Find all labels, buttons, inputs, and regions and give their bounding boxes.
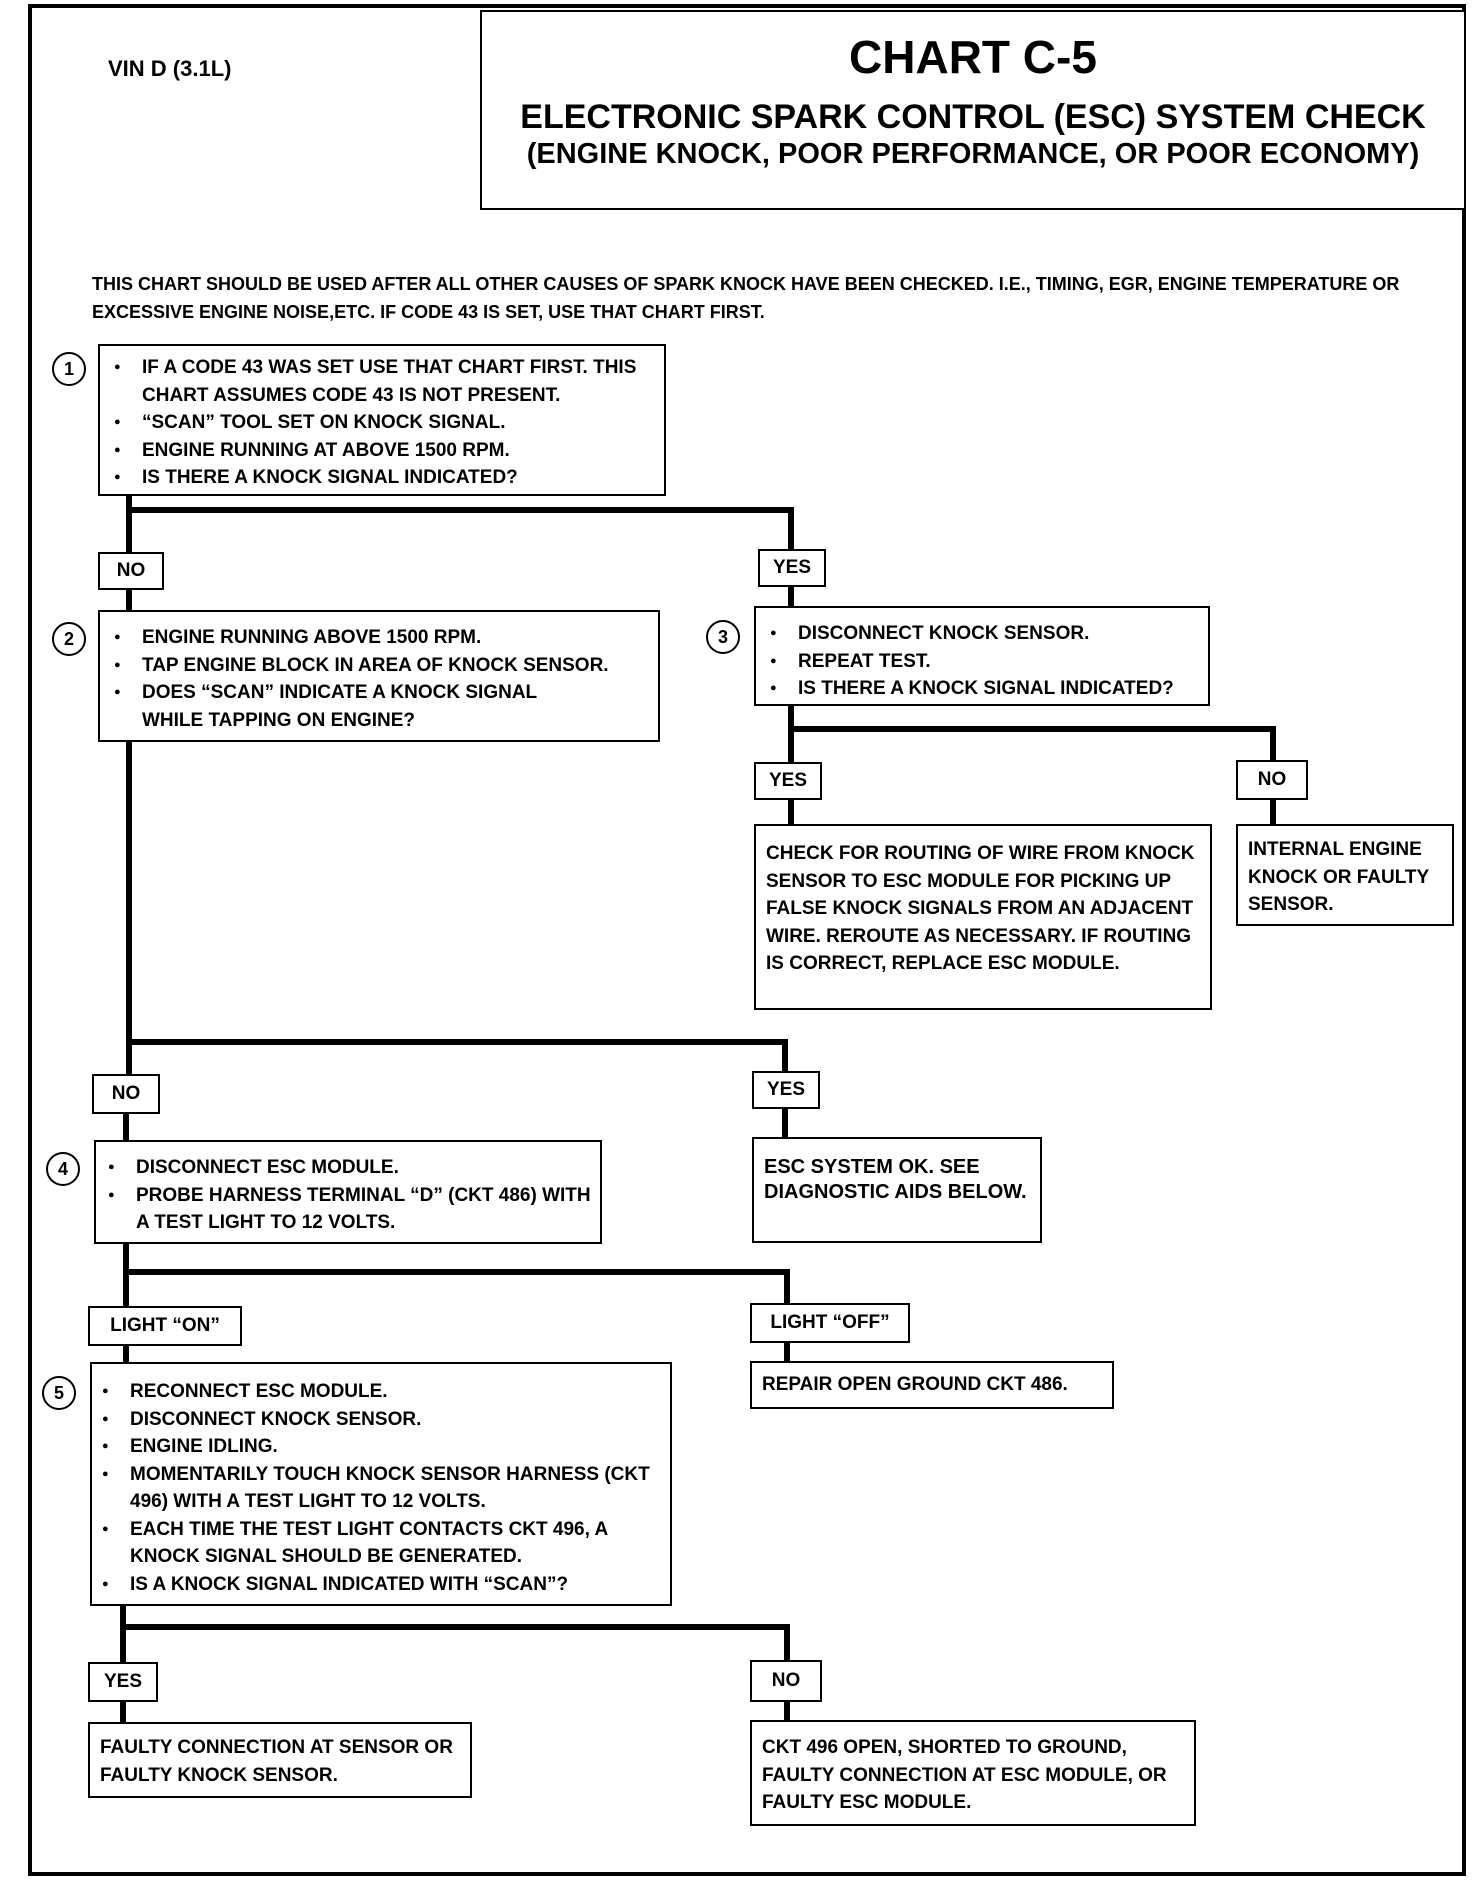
step-1-item: IS THERE A KNOCK SIGNAL INDICATED? — [106, 464, 654, 492]
branch-label-no: NO — [1236, 760, 1308, 800]
step-2-list: ENGINE RUNNING ABOVE 1500 RPM. TAP ENGIN… — [106, 624, 650, 734]
connector-line — [782, 1107, 788, 1139]
step-5-item: RECONNECT ESC MODULE. — [94, 1378, 662, 1406]
step-3-item: REPEAT TEST. — [762, 648, 1202, 676]
connector-line — [788, 585, 794, 607]
step-2-item: DOES “SCAN” INDICATE A KNOCK SIGNAL WHIL… — [106, 679, 582, 734]
branch-label-no: NO — [98, 552, 164, 590]
connector-line — [120, 1604, 126, 1666]
connector-line — [126, 507, 794, 513]
branch-label-light-on: LIGHT “ON” — [88, 1306, 242, 1346]
branch-label-yes: YES — [758, 549, 826, 587]
step-2-item: ENGINE RUNNING ABOVE 1500 RPM. — [106, 624, 650, 652]
connector-line — [782, 1039, 788, 1073]
step-4-number: 4 — [46, 1152, 80, 1186]
chart-title: ELECTRONIC SPARK CONTROL (ESC) SYSTEM CH… — [520, 98, 1426, 136]
connector-line — [784, 1624, 790, 1664]
connector-line — [123, 1269, 790, 1275]
step-2-box: ENGINE RUNNING ABOVE 1500 RPM. TAP ENGIN… — [98, 610, 660, 742]
connector-line — [788, 704, 794, 764]
step-2-item: TAP ENGINE BLOCK IN AREA OF KNOCK SENSOR… — [106, 652, 650, 680]
step-5-item: DISCONNECT KNOCK SENSOR. — [94, 1406, 662, 1434]
branch-label-yes: YES — [754, 762, 822, 800]
connector-line — [120, 1624, 790, 1630]
connector-line — [1270, 798, 1276, 826]
connector-line — [788, 798, 794, 826]
step-3-box: DISCONNECT KNOCK SENSOR. REPEAT TEST. IS… — [754, 606, 1210, 706]
connector-line — [784, 1341, 790, 1363]
step-5-box: RECONNECT ESC MODULE. DISCONNECT KNOCK S… — [90, 1362, 672, 1606]
chart-id: CHART C-5 — [849, 31, 1097, 83]
step-5-item: EACH TIME THE TEST LIGHT CONTACTS CKT 49… — [94, 1516, 662, 1571]
connector-line — [123, 1240, 129, 1310]
result-faulty-sensor: FAULTY CONNECTION AT SENSOR OR FAULTY KN… — [88, 1722, 472, 1798]
step-3-item: IS THERE A KNOCK SIGNAL INDICATED? — [762, 675, 1202, 703]
step-5-item: ENGINE IDLING. — [94, 1433, 662, 1461]
step-4-item: DISCONNECT ESC MODULE. — [100, 1154, 594, 1182]
connector-line — [126, 494, 132, 554]
connector-line — [123, 1110, 129, 1142]
branch-label-yes: YES — [88, 1662, 158, 1702]
step-1-list: IF A CODE 43 WAS SET USE THAT CHART FIRS… — [106, 354, 654, 492]
connector-line — [784, 1700, 790, 1722]
step-3-number: 3 — [706, 620, 740, 654]
step-1-item: “SCAN” TOOL SET ON KNOCK SIGNAL. — [106, 409, 654, 437]
connector-line — [126, 740, 132, 1076]
step-4-item: PROBE HARNESS TERMINAL “D” (CKT 486) WIT… — [100, 1182, 594, 1237]
connector-line — [1270, 726, 1276, 762]
step-4-list: DISCONNECT ESC MODULE. PROBE HARNESS TER… — [100, 1154, 594, 1237]
step-2-number: 2 — [52, 622, 86, 656]
step-5-item: MOMENTARILY TOUCH KNOCK SENSOR HARNESS (… — [94, 1461, 662, 1516]
step-3-item: DISCONNECT KNOCK SENSOR. — [762, 620, 1202, 648]
branch-label-no: NO — [750, 1660, 822, 1702]
vin-label: VIN D (3.1L) — [108, 56, 232, 81]
branch-label-light-off: LIGHT “OFF” — [750, 1303, 910, 1343]
step-4-box: DISCONNECT ESC MODULE. PROBE HARNESS TER… — [94, 1140, 602, 1244]
connector-line — [126, 1039, 788, 1045]
result-repair-ground: REPAIR OPEN GROUND CKT 486. — [750, 1361, 1114, 1409]
result-internal-knock: INTERNAL ENGINE KNOCK OR FAULTY SENSOR. — [1236, 824, 1454, 926]
branch-label-no: NO — [92, 1074, 160, 1114]
step-1-item: ENGINE RUNNING AT ABOVE 1500 RPM. — [106, 437, 654, 465]
result-system-ok: ESC SYSTEM OK. SEE DIAGNOSTIC AIDS BELOW… — [752, 1137, 1042, 1243]
title-box: CHART C-5 ELECTRONIC SPARK CONTROL (ESC)… — [480, 10, 1466, 210]
connector-line — [120, 1700, 126, 1724]
step-1-box: IF A CODE 43 WAS SET USE THAT CHART FIRS… — [98, 344, 666, 496]
step-5-number: 5 — [42, 1376, 76, 1410]
step-1-item: IF A CODE 43 WAS SET USE THAT CHART FIRS… — [106, 354, 654, 409]
chart-subtitle: (ENGINE KNOCK, POOR PERFORMANCE, OR POOR… — [526, 138, 1420, 170]
intro-text: THIS CHART SHOULD BE USED AFTER ALL OTHE… — [92, 274, 1400, 322]
branch-label-yes: YES — [752, 1071, 820, 1109]
connector-line — [123, 1343, 129, 1363]
result-ckt496: CKT 496 OPEN, SHORTED TO GROUND, FAULTY … — [750, 1720, 1196, 1826]
step-5-item: IS A KNOCK SIGNAL INDICATED WITH “SCAN”? — [94, 1571, 662, 1599]
connector-line — [788, 726, 1276, 732]
step-1-number: 1 — [52, 352, 86, 386]
chart-page — [28, 4, 1466, 1876]
step-3-list: DISCONNECT KNOCK SENSOR. REPEAT TEST. IS… — [762, 620, 1202, 703]
connector-line — [126, 588, 132, 610]
step-5-list: RECONNECT ESC MODULE. DISCONNECT KNOCK S… — [94, 1378, 662, 1598]
result-reroute: CHECK FOR ROUTING OF WIRE FROM KNOCK SEN… — [754, 824, 1212, 1010]
connector-line — [788, 507, 794, 551]
connector-line — [784, 1269, 790, 1307]
